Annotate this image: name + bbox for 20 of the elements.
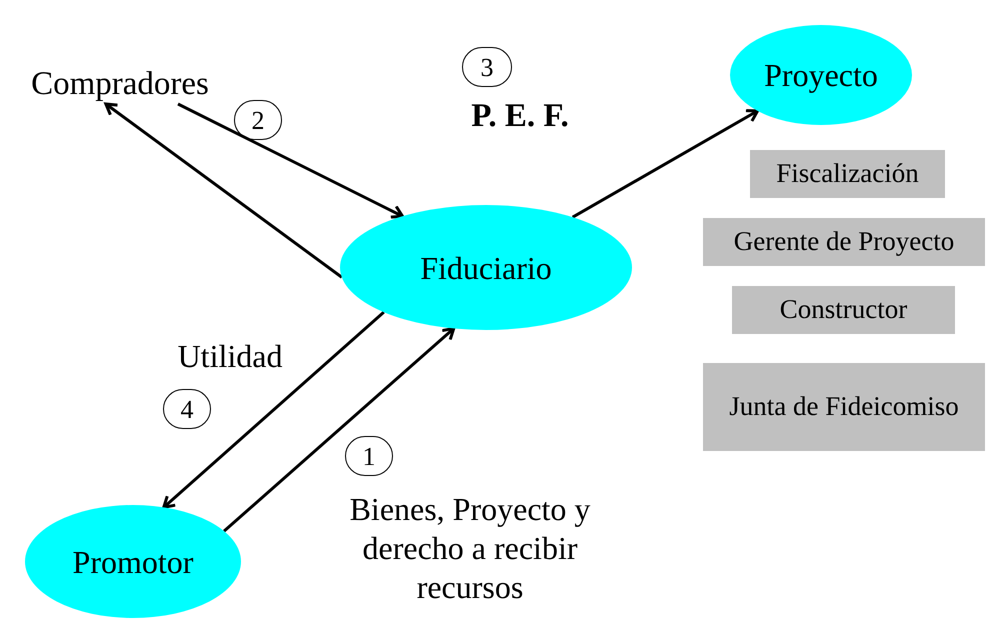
role-box: Fiscalización (750, 150, 945, 198)
ellipse-node: Fiduciario (340, 205, 632, 330)
ellipse-node: Proyecto (730, 25, 912, 125)
arrow (104, 102, 343, 278)
step-number: 4 (163, 389, 211, 429)
role-box: Junta de Fideicomiso (703, 363, 985, 451)
flow-label: Utilidad (176, 337, 284, 376)
arrow (223, 326, 456, 532)
heading-label: P. E. F. (470, 97, 570, 136)
role-box: Gerente de Proyecto (703, 218, 985, 266)
ellipse-node: Promotor (25, 505, 241, 618)
arrow (177, 102, 404, 219)
role-box: Constructor (732, 286, 955, 334)
arrow (162, 311, 385, 509)
node-label: Compradores (12, 66, 228, 104)
arrow (572, 109, 760, 218)
step-number: 2 (234, 100, 282, 140)
flow-label: Bienes, Proyecto y derecho a recibir recursos (348, 490, 592, 608)
step-number: 1 (345, 436, 393, 476)
step-number: 3 (462, 47, 512, 87)
